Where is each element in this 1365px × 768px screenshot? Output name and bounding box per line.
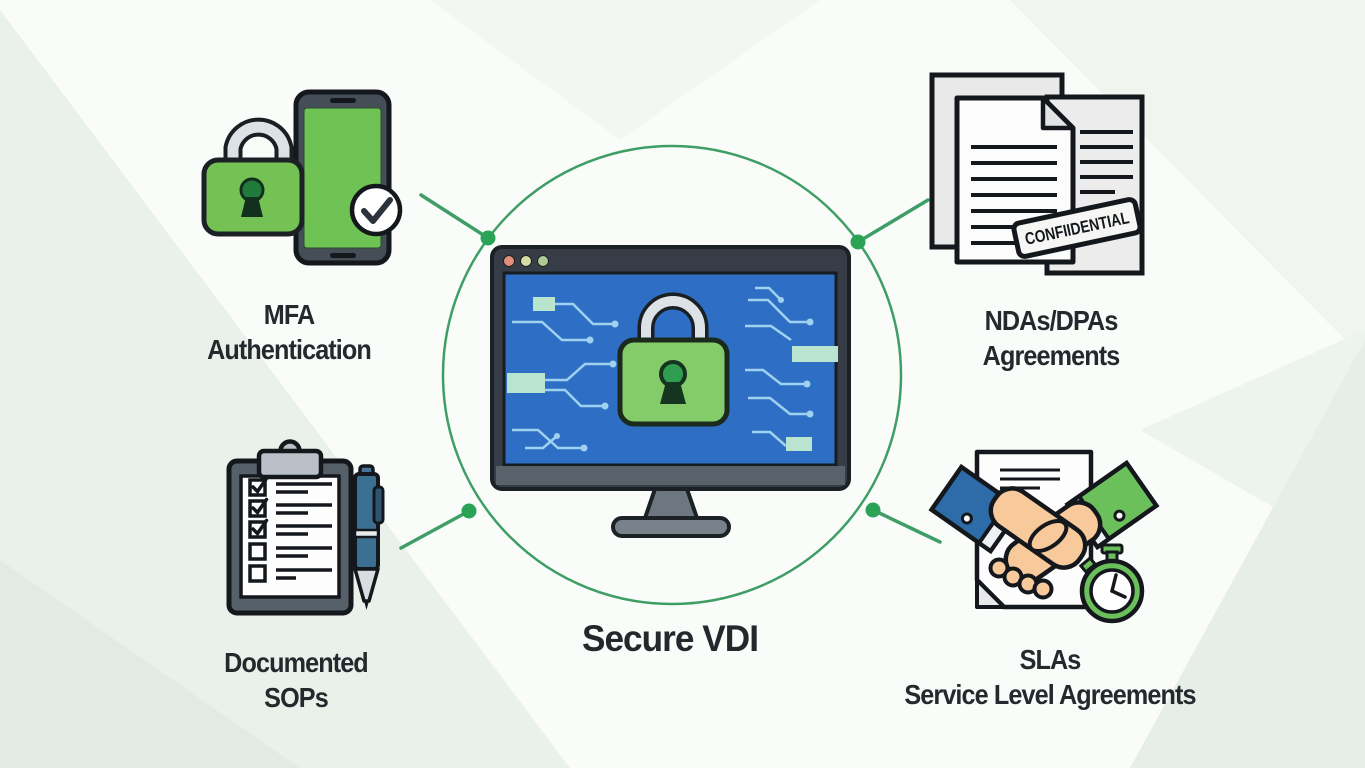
node-label-line: Agreements	[982, 340, 1121, 371]
center-title: Secure VDI	[581, 618, 759, 659]
handshake-icon	[928, 459, 1160, 600]
connector-line-bottom-left	[399, 509, 471, 550]
connector-line-top-right	[856, 198, 930, 244]
pen-icon	[353, 464, 385, 610]
monitor-bottom-bezel	[496, 466, 845, 485]
connector-dot-bottom-right	[865, 502, 881, 518]
node-label-mfa: MFA Authentication	[91, 297, 487, 367]
phone-icon	[293, 89, 392, 266]
check-badge-icon	[349, 183, 403, 237]
lock-icon	[201, 117, 305, 237]
node-label-line: NDAs/DPAs	[984, 305, 1119, 336]
handshake-stopwatch-icon	[928, 449, 1160, 624]
node-label-line: Documented	[224, 647, 369, 678]
node-label-line: SLAs	[1019, 644, 1082, 675]
screen-lock-icon	[617, 292, 730, 427]
clipboard-checklist-icon	[226, 439, 385, 616]
hub-ring	[441, 144, 903, 606]
secure-vdi-monitor-icon	[490, 245, 851, 538]
node-label-line: Authentication	[207, 334, 372, 365]
node-label-slas: SLAs Service Level Agreements	[852, 642, 1248, 712]
connector-dot-bottom-left	[461, 503, 477, 519]
connector-dot-top-left	[480, 230, 496, 246]
connector-ring	[399, 144, 942, 606]
circuit-traces	[507, 286, 838, 452]
monitor-stand-base	[611, 516, 731, 538]
checklist-rows	[248, 476, 332, 583]
lock-and-phone-icon	[201, 89, 403, 266]
browser-traffic-lights	[503, 255, 549, 267]
node-label-line: Service Level Agreements	[904, 679, 1196, 710]
clipboard-clip	[256, 448, 324, 480]
node-label-line: SOPs	[264, 682, 329, 713]
connector-dot-top-right	[850, 234, 866, 250]
monitor-stand-neck	[642, 487, 700, 520]
node-label-line: MFA	[263, 299, 315, 330]
connector-line-bottom-right	[871, 508, 942, 544]
node-label-ndas-dpas: NDAs/DPAs Agreements	[853, 303, 1249, 373]
node-label-sops: Documented SOPs	[98, 645, 494, 715]
confidential-documents-icon: CONFIIDENTIAL	[929, 72, 1145, 276]
connector-line-top-left	[419, 193, 490, 240]
stopwatch-icon	[1078, 543, 1145, 624]
